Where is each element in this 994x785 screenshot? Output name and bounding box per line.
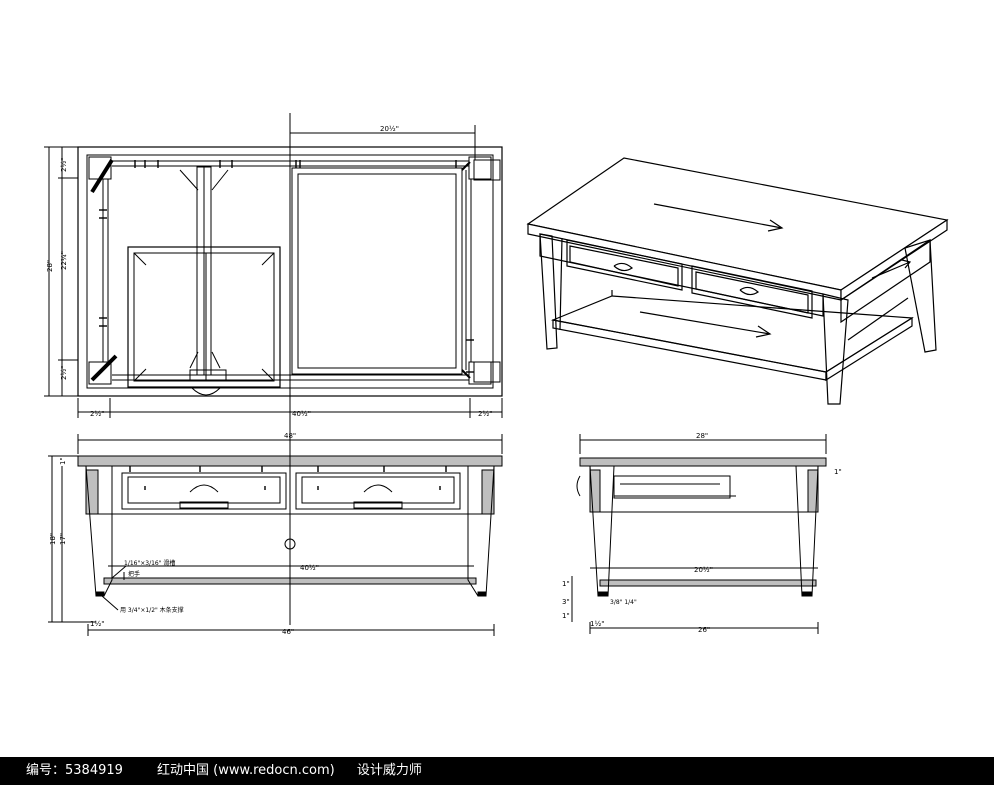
cad-drawing: 20½" 28" 22¼" 2½" 2½" 2½" 40½" 2½" — [44, 113, 949, 636]
dim-side-edge: 1" — [834, 468, 842, 476]
dim-top-depth: 28" — [46, 260, 54, 272]
footer-slogan: 设计威力师 — [356, 763, 422, 778]
note-support: 用 3/4"×1/2" 木条支撑 — [120, 606, 184, 614]
front-elevation: 48" 18" 17" 1" 40½" 46" 1½" 1/16"×3/16" … — [48, 432, 503, 636]
dim-side-small-c: 1" — [562, 612, 570, 620]
dim-front-leg-height: 17" — [59, 533, 67, 545]
dim-front-top-thk: 1" — [59, 457, 67, 465]
dim-front-overall: 48" — [284, 432, 296, 440]
dim-bottom-left: 2½" — [90, 410, 104, 418]
drawing-canvas: 20½" 28" 22¼" 2½" 2½" 2½" 40½" 2½" — [44, 113, 949, 636]
dim-front-shelf: 40½" — [300, 564, 319, 572]
note-handle: 把手 — [128, 570, 140, 578]
dim-side-shelf: 20½" — [694, 566, 713, 574]
dim-front-base: 46" — [282, 628, 294, 636]
dim-top-edge-b: 2½" — [60, 366, 68, 380]
dim-top-edge-a: 2½" — [60, 158, 68, 172]
plan-view: 20½" 28" 22¼" 2½" 2½" 2½" 40½" 2½" — [44, 113, 503, 625]
dim-side-small-b: 3" — [562, 598, 570, 606]
footer-bar: 编号：5384919 红动中国 (www.redocn.com) 设计威力师 — [0, 757, 994, 785]
dim-top-span: 20½" — [380, 125, 399, 133]
dim-top-inner: 22¼" — [60, 251, 68, 270]
footer-id: 编号：5384919 — [26, 763, 123, 778]
dim-side-overall: 28" — [696, 432, 708, 440]
dim-side-small-a: 1" — [562, 580, 570, 588]
note-slot: 1/16"×3/16" 滑槽 — [124, 559, 175, 567]
dim-side-foot: 1½" — [590, 620, 604, 628]
note-side-thk: 3/8" 1/4" — [610, 599, 637, 606]
dim-front-height: 18" — [49, 533, 57, 545]
dim-front-foot: 1½" — [90, 620, 104, 628]
dim-bottom-right: 2½" — [478, 410, 492, 418]
perspective-view — [526, 157, 949, 405]
dim-side-base: 26" — [698, 626, 710, 634]
footer-site: 红动中国 (www.redocn.com) — [157, 763, 335, 778]
side-elevation: 28" 20½" 26" 1" 1" 3" 1" 3/8" 1/4" 1½" — [562, 432, 842, 634]
dim-bottom-center: 40½" — [292, 410, 311, 418]
